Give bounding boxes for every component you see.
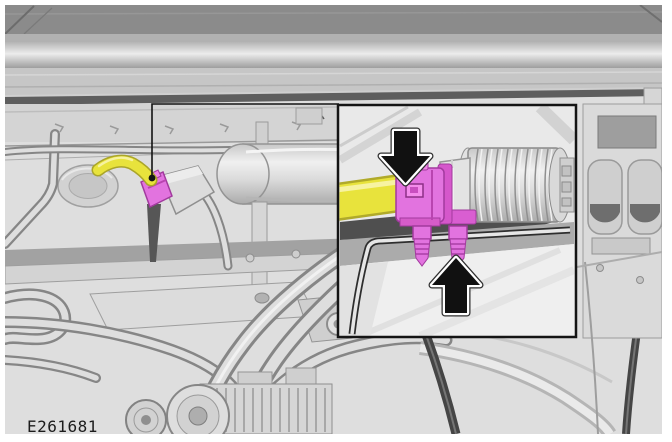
grommet-recess xyxy=(57,164,119,208)
bracket-rod xyxy=(348,226,571,335)
main-scene xyxy=(5,5,662,434)
right-panel xyxy=(559,103,662,434)
connector-studs xyxy=(412,225,468,267)
sill-panel xyxy=(5,5,662,109)
callout-dot xyxy=(148,174,156,182)
coolant-pipes xyxy=(5,288,238,392)
harness-highlight-main xyxy=(91,154,233,271)
figure-id-label: E261681 xyxy=(27,417,98,436)
arrow-up-icon xyxy=(428,254,484,317)
pulley xyxy=(125,399,167,434)
connector-shadow xyxy=(147,204,161,262)
stud-left xyxy=(412,225,432,267)
leader-line xyxy=(151,103,339,178)
detail-inset-box xyxy=(336,103,578,339)
yellow-cable-main xyxy=(91,154,158,187)
alternator xyxy=(125,367,333,434)
yellow-cable-inset xyxy=(339,174,403,221)
brake-line-tube xyxy=(5,129,234,249)
arrow-down-icon xyxy=(377,127,434,187)
callout-leader xyxy=(148,103,339,182)
